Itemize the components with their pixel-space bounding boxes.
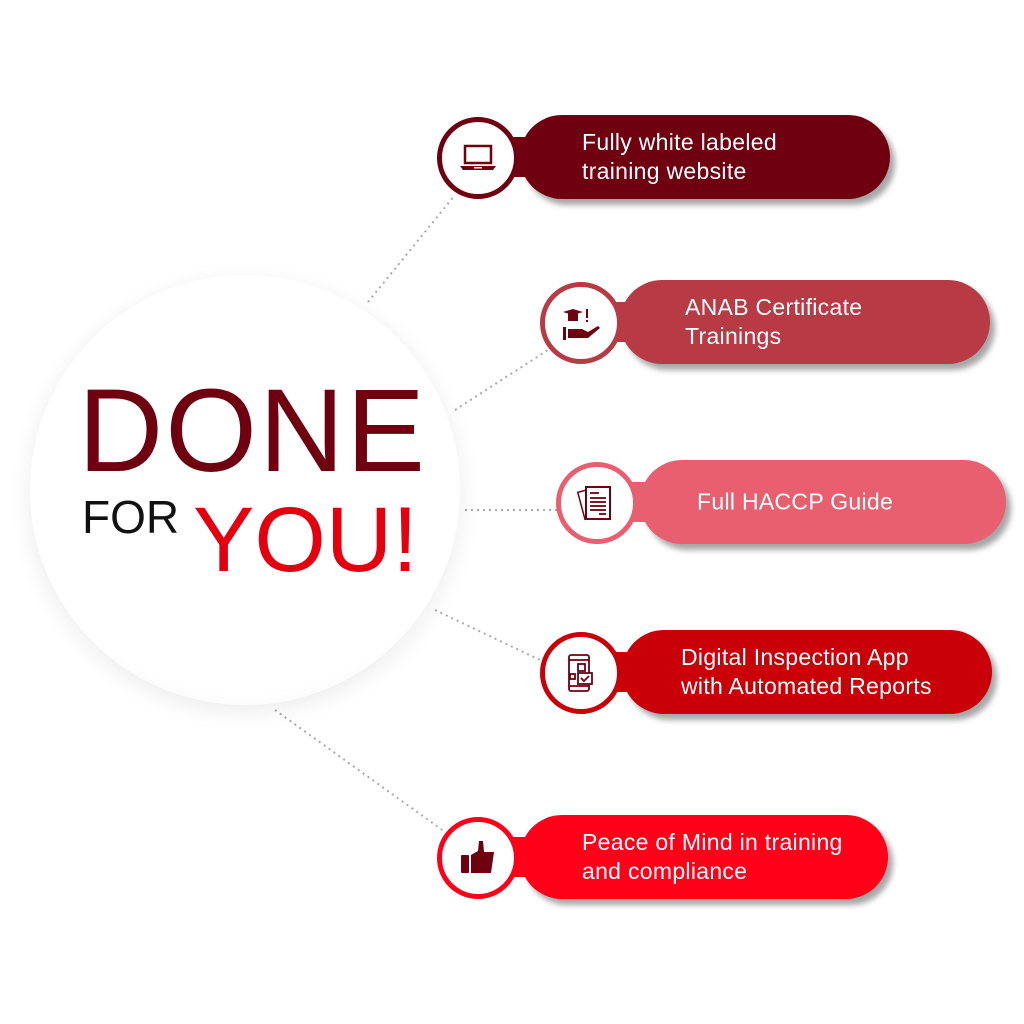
feature-pill — [520, 815, 888, 899]
feature-label: ANAB Certificate — [685, 294, 863, 320]
feature-label: Full HACCP Guide — [697, 488, 894, 515]
feature-label: training website — [582, 158, 747, 184]
connector-1 — [367, 194, 456, 303]
documents-icon — [556, 462, 638, 544]
feature-item-white-label: Fully white labeled training website — [437, 115, 892, 199]
laptop-icon — [437, 117, 519, 199]
feature-pill — [640, 460, 1006, 544]
center-circle — [30, 275, 460, 705]
feature-item-inspection-app: Digital Inspection App with Automated Rep… — [540, 630, 995, 714]
connector-5 — [274, 709, 446, 833]
feature-label: Digital Inspection App — [681, 644, 909, 670]
mobile-app-icon — [540, 632, 622, 714]
feature-label: Peace of Mind in training — [582, 829, 843, 855]
graduation-hand-icon — [540, 282, 622, 364]
feature-pill — [620, 280, 990, 364]
feature-pill — [520, 115, 890, 199]
feature-label: Trainings — [685, 323, 782, 349]
feature-label: with Automated Reports — [681, 673, 932, 699]
feature-pill — [622, 630, 992, 714]
feature-item-haccp: Full HACCP Guide — [556, 460, 1011, 544]
feature-label: Fully white labeled — [582, 129, 777, 155]
connector-2 — [454, 349, 549, 411]
feature-item-peace-of-mind: Peace of Mind in training and compliance — [437, 815, 892, 899]
connector-4 — [434, 609, 541, 661]
headline-you: YOU! — [193, 489, 418, 591]
headline-for: FOR — [82, 491, 180, 543]
thumbs-up-icon — [437, 817, 519, 899]
feature-label: and compliance — [582, 858, 748, 884]
headline-done: DONE — [78, 365, 427, 497]
